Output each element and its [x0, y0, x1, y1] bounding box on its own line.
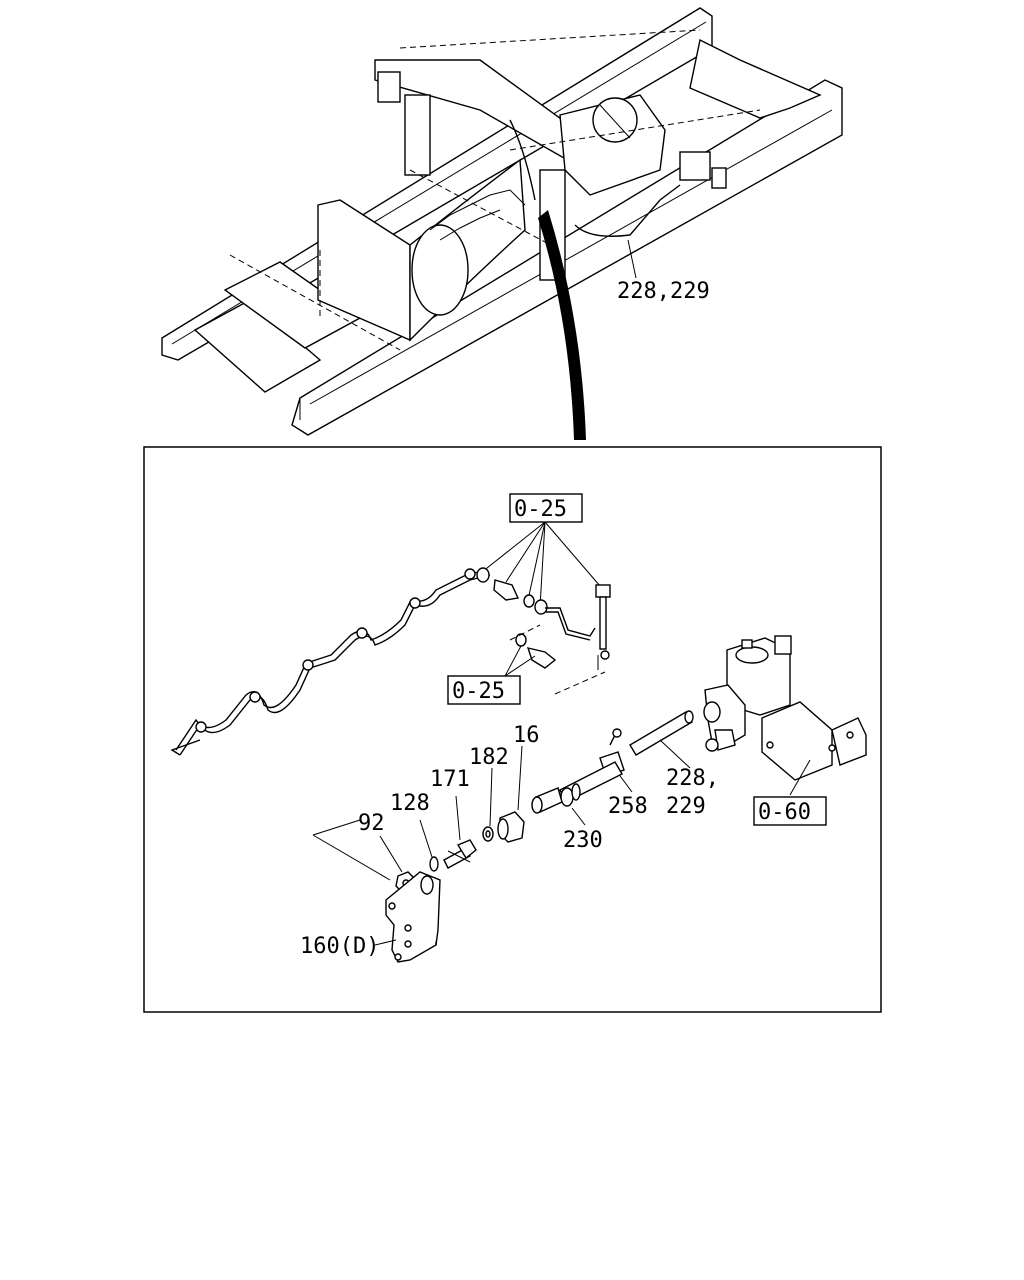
- overview-ref-leader: [627, 239, 637, 279]
- svg-text:16: 16: [513, 723, 540, 748]
- svg-text:228,: 228,: [666, 766, 719, 791]
- ref-box-0-25-mid: 0-25: [447, 645, 536, 705]
- bolt-171: 171: [430, 767, 477, 869]
- nut-92: 92: [358, 811, 417, 895]
- hidden-line-mid: [554, 671, 606, 695]
- hose-230: 230: [531, 761, 623, 853]
- svg-text:230: 230: [563, 828, 603, 853]
- chassis-overview: 228,229: [161, 7, 843, 436]
- ref-box-0-25-top: 0-25: [481, 493, 601, 608]
- overview-ref-label: 228,229: [617, 279, 710, 304]
- detail-pointer-arrow: [538, 210, 586, 440]
- svg-text:0-25: 0-25: [452, 679, 505, 704]
- overview-piping: [429, 119, 681, 241]
- valve-assembly-overview: [679, 151, 727, 189]
- hidden-lines: [229, 29, 761, 351]
- svg-text:0-25: 0-25: [514, 497, 567, 522]
- cross-members: [193, 38, 822, 393]
- lower-banjo: [509, 624, 557, 669]
- svg-text:92: 92: [358, 811, 385, 836]
- solenoid-valve: [703, 635, 792, 752]
- mounting-bolt: [595, 584, 611, 670]
- bracket-160: 160(D): [300, 819, 441, 963]
- ref-box-0-60: 0-60: [753, 796, 827, 826]
- detail-frame: [143, 446, 882, 1013]
- transmission: [559, 94, 666, 196]
- svg-text:229: 229: [666, 794, 706, 819]
- banjo-fittings: [476, 567, 596, 641]
- pipe-228-229: 228, 229: [629, 710, 719, 819]
- svg-text:258: 258: [608, 794, 648, 819]
- fuel-tank: [317, 158, 526, 342]
- connector-16: 16: [497, 723, 540, 843]
- svg-text:0-60: 0-60: [758, 800, 811, 825]
- valve-bracket: [761, 701, 867, 796]
- washer-128: 128: [390, 791, 439, 872]
- detail-view: 0-25: [170, 493, 867, 963]
- svg-text:128: 128: [390, 791, 430, 816]
- bent-fuel-pipe: [170, 568, 491, 756]
- svg-text:160(D): 160(D): [300, 934, 379, 959]
- svg-text:182: 182: [469, 745, 509, 770]
- svg-text:171: 171: [430, 767, 470, 792]
- washer-182: 182: [469, 745, 509, 842]
